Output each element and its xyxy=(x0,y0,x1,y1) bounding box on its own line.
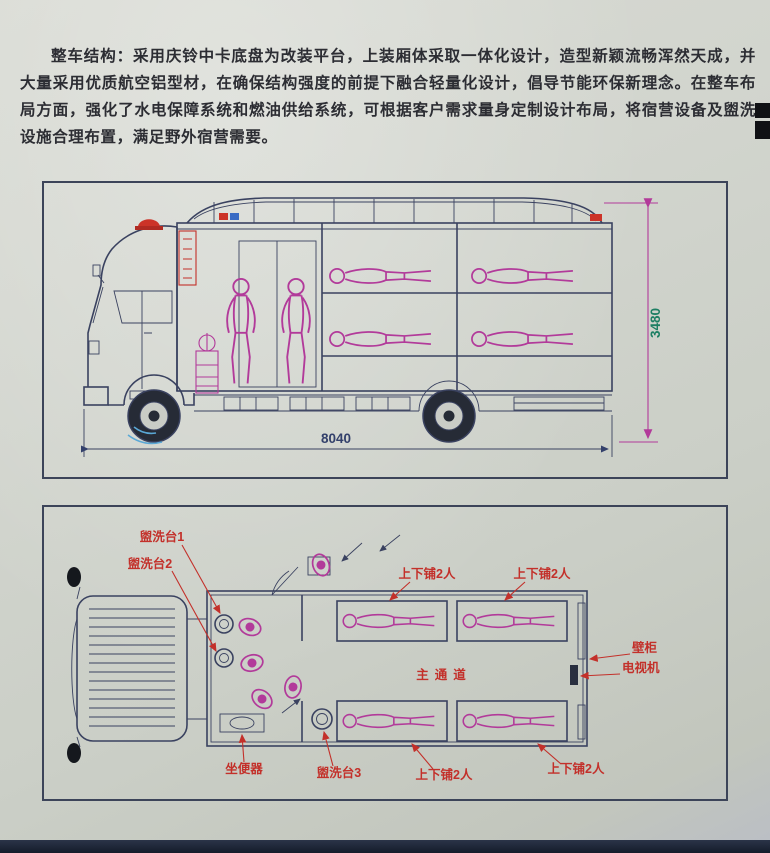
washstand3-fixture xyxy=(311,708,333,730)
side-view-panel: 8040 3480 xyxy=(42,181,728,479)
roof-rack xyxy=(186,197,603,224)
front-wheel xyxy=(127,389,181,443)
mirror-bottom xyxy=(67,743,81,763)
bunk-figures xyxy=(329,267,574,348)
mirror-top xyxy=(67,567,81,587)
wall-fittings xyxy=(570,602,586,740)
bunk-label-top-right: 上下铺2人 xyxy=(514,566,571,581)
pointer-arrows xyxy=(281,534,401,714)
toilet-label: 坐便器 xyxy=(225,761,263,776)
cabinet-label: 壁柜 xyxy=(632,640,658,655)
roof-rear-light xyxy=(590,214,602,221)
front-sign-plate xyxy=(178,230,197,286)
tv-label: 电视机 xyxy=(622,660,660,675)
photo-bottom-edge xyxy=(0,840,770,853)
aisle-label: 主通道 xyxy=(416,667,472,682)
dimension-height: 3480 xyxy=(604,198,663,443)
rear-wheel xyxy=(422,389,476,443)
bunk-label-top-mid: 上下铺2人 xyxy=(399,566,456,581)
underbody-skirt xyxy=(194,380,612,412)
dimension-length: 8040 xyxy=(80,409,613,457)
washstand1-label: 盥洗台1 xyxy=(140,529,185,544)
cab-top-view xyxy=(67,567,207,763)
toilet-fixture xyxy=(219,713,265,733)
beacon-base xyxy=(135,226,163,230)
roof-marker-light-red xyxy=(219,213,228,220)
seated-figure-top xyxy=(307,551,334,579)
roof-marker-light-blue xyxy=(230,213,239,220)
wheel-splash-marks xyxy=(127,426,163,445)
beacon-light xyxy=(138,219,160,227)
truck-box-body xyxy=(176,222,613,392)
washstand-area xyxy=(214,614,304,714)
bunk-label-bottom-right: 上下铺2人 xyxy=(548,761,605,776)
bunk-beds xyxy=(336,600,568,742)
photo-edge-artifact xyxy=(755,121,770,139)
standing-figures xyxy=(226,277,311,385)
height-dim-label: 3480 xyxy=(648,308,663,338)
callout-labels: 盥洗台1 盥洗台2 上下铺2人 上下铺2人 壁柜 电视机 主通道 坐便器 盥洗台… xyxy=(128,529,660,782)
side-view-drawing: 8040 3480 xyxy=(80,197,663,457)
photo-edge-artifact xyxy=(755,103,770,118)
length-dim-label: 8040 xyxy=(321,431,351,446)
intro-paragraph: 整车结构：采用庆铃中卡底盘为改装平台，上装厢体采取一体化设计，造型新颖流畅浑然天… xyxy=(20,47,756,146)
rear-cab-equipment xyxy=(195,333,219,394)
floor-plan-panel: 盥洗台1 盥洗台2 上下铺2人 上下铺2人 壁柜 电视机 主通道 坐便器 盥洗台… xyxy=(42,505,728,801)
washstand2-label: 盥洗台2 xyxy=(128,556,173,571)
washstand3-label: 盥洗台3 xyxy=(317,765,362,780)
floor-plan-drawing: 盥洗台1 盥洗台2 上下铺2人 上下铺2人 壁柜 电视机 主通道 坐便器 盥洗台… xyxy=(67,529,660,782)
tv-unit xyxy=(570,665,578,685)
body-shell xyxy=(206,566,588,747)
bunk-label-bottom-mid: 上下铺2人 xyxy=(416,767,473,782)
